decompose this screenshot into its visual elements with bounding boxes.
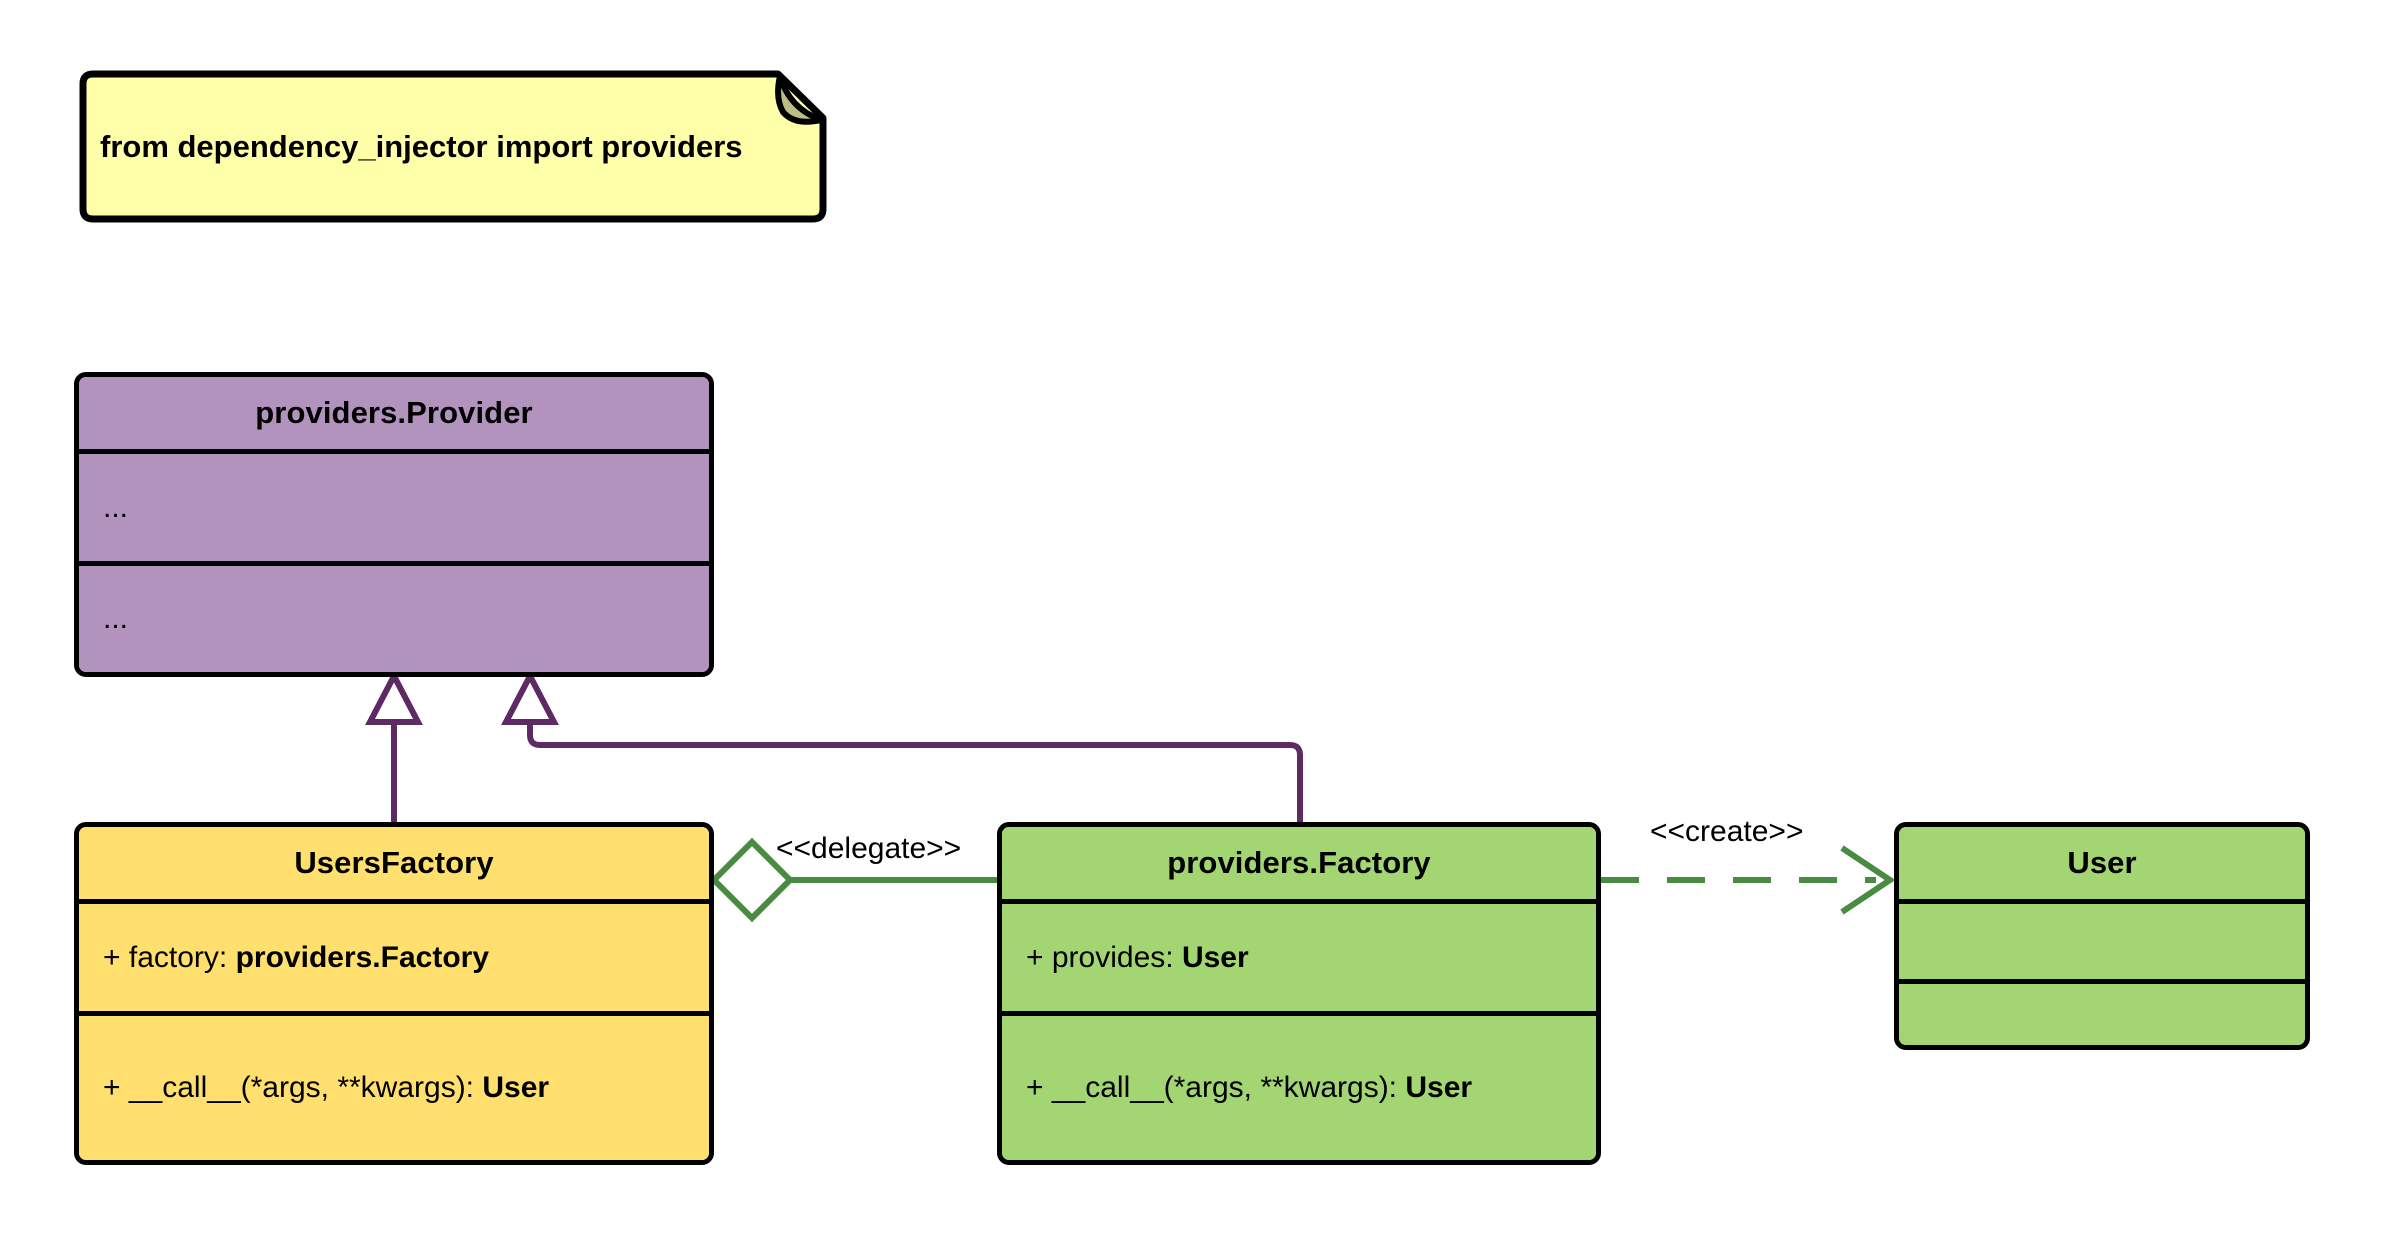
class-box-providers-factory[interactable]: providers.Factory + provides: User + __c… — [997, 822, 1601, 1165]
class-box-usersfactory[interactable]: UsersFactory + factory: providers.Factor… — [74, 822, 714, 1165]
class-methods-providers-provider: ... — [79, 561, 709, 672]
class-attribute-providers-factory-provides: + provides: User — [1002, 899, 1596, 1011]
edge-label-delegate: <<delegate>> — [776, 832, 962, 865]
attribute-type: providers.Factory — [235, 940, 490, 974]
method-signature: __call__(*args, **kwargs): — [1051, 1071, 1398, 1104]
class-title-providers-provider: providers.Provider — [79, 377, 709, 449]
generalization-factory-provider — [501, 669, 1303, 824]
method-return-type: User — [482, 1071, 550, 1104]
method-signature: __call__(*args, **kwargs): — [128, 1071, 475, 1104]
class-box-user[interactable]: User — [1894, 822, 2310, 1050]
note-import: from dependency_injector import provider… — [73, 70, 830, 223]
class-attribute-usersfactory-factory: + factory: providers.Factory — [79, 899, 709, 1011]
attribute-name: provides: — [1051, 940, 1174, 974]
class-attributes-user — [1899, 899, 2305, 979]
hollow-triangle-head — [501, 669, 559, 725]
class-method-providers-factory-call: + __call__(*args, **kwargs): User — [1002, 1011, 1596, 1160]
method-ellipsis: ... — [103, 602, 129, 635]
method-return-type: User — [1405, 1071, 1473, 1104]
note-text: from dependency_injector import provider… — [100, 128, 743, 164]
attribute-visibility: + — [1026, 940, 1044, 974]
note-body — [79, 70, 827, 223]
class-attributes-providers-provider: ... — [79, 449, 709, 561]
method-visibility: + — [103, 1071, 121, 1104]
class-methods-user — [1899, 979, 2305, 1045]
class-method-usersfactory-call: + __call__(*args, **kwargs): User — [79, 1011, 709, 1160]
class-box-providers-provider[interactable]: providers.Provider ... ... — [74, 372, 714, 677]
class-title-providers-factory: providers.Factory — [1002, 827, 1596, 899]
hollow-triangle-head — [365, 669, 423, 725]
attribute-visibility: + — [103, 940, 121, 974]
edge-label-create: <<create>> — [1650, 815, 1804, 848]
method-visibility: + — [1026, 1071, 1044, 1104]
attribute-ellipsis: ... — [103, 490, 129, 524]
class-title-user: User — [1899, 827, 2305, 899]
note-fold-corner — [775, 73, 824, 125]
attribute-type: User — [1181, 940, 1249, 974]
class-title-usersfactory: UsersFactory — [79, 827, 709, 899]
generalization-usersfactory-provider — [365, 669, 423, 824]
dependency-factory-user — [1601, 845, 1896, 915]
open-arrow-head — [1840, 845, 1896, 915]
attribute-name: factory: — [128, 940, 228, 974]
